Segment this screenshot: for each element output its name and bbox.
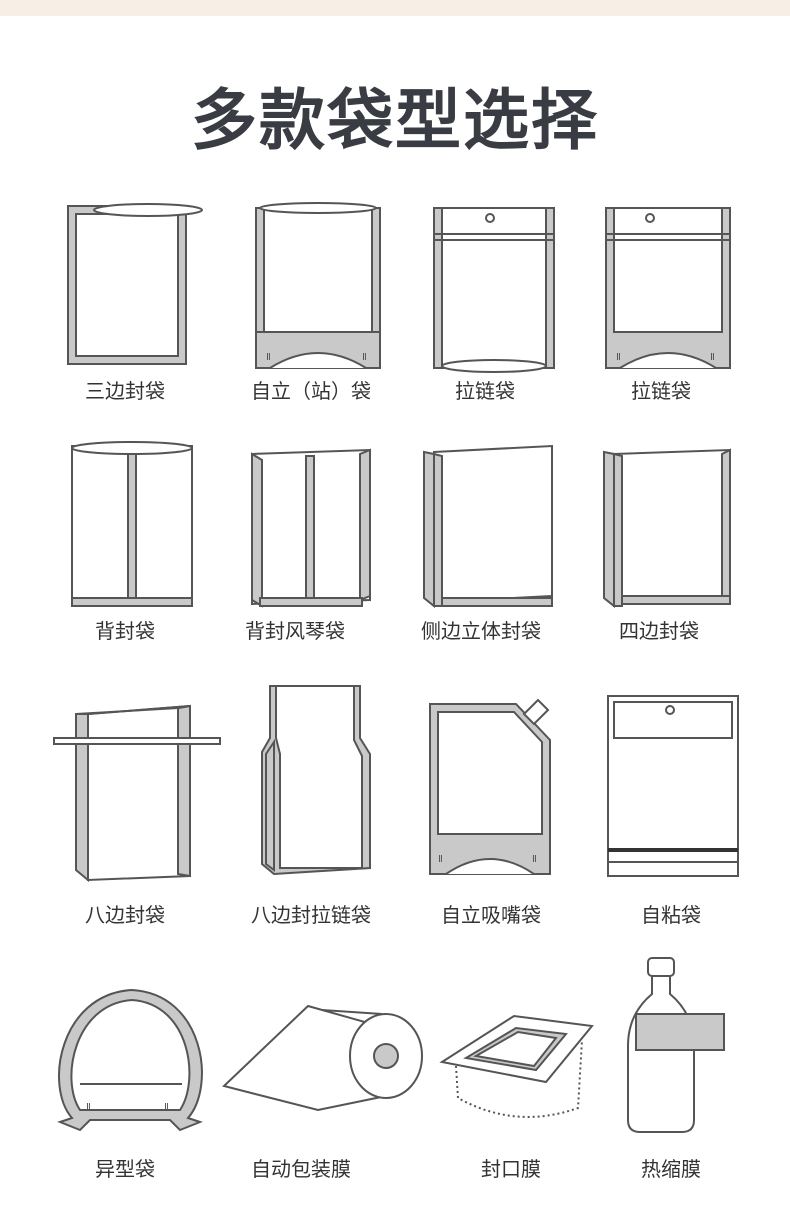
bag-label: 自粘袋: [641, 903, 701, 927]
bag-label: 背封风琴袋: [245, 619, 345, 643]
bag-label: 自立（站）袋: [251, 379, 371, 403]
svg-text:Ⅱ: Ⅱ: [710, 352, 715, 363]
svg-text:Ⅱ: Ⅱ: [266, 352, 271, 363]
spout-pouch-icon: Ⅱ Ⅱ: [429, 698, 551, 875]
bag-item-8: 四边封袋: [574, 440, 744, 680]
shrink-sleeve-bottle-icon: [627, 957, 725, 1133]
four-side-seal-bag-icon: [603, 448, 731, 609]
bag-label: 异型袋: [95, 1157, 155, 1181]
bag-item-6: 背封风琴袋: [210, 440, 380, 680]
bag-item-3: 拉链袋: [400, 200, 570, 440]
bag-item-7: 侧边立体封袋: [396, 440, 566, 680]
zipper-bag-icon: [433, 207, 555, 373]
self-adhesive-bag-icon: [607, 695, 739, 877]
side-gusset-bag-icon: [423, 444, 553, 609]
bag-label: 八边封袋: [85, 903, 165, 927]
shaped-bag-icon: Ⅱ Ⅱ: [57, 988, 203, 1132]
bag-label: 背封袋: [95, 619, 155, 643]
three-side-seal-bag-icon: [67, 203, 203, 365]
bag-label: 四边封袋: [619, 619, 699, 643]
bag-item-14: 自动包装膜: [216, 970, 423, 1210]
svg-text:Ⅱ: Ⅱ: [438, 854, 443, 865]
bag-label: 侧边立体封袋: [421, 619, 541, 643]
bag-label: 封口膜: [481, 1157, 541, 1181]
eight-side-seal-bag-icon: [53, 704, 221, 883]
bag-item-15: 封口膜: [426, 970, 596, 1210]
bag-item-5: 背封袋: [40, 440, 210, 680]
bag-label: 热缩膜: [641, 1157, 701, 1181]
stand-up-zipper-bag-icon: Ⅱ Ⅱ: [605, 207, 731, 369]
bag-label: 三边封袋: [85, 379, 165, 403]
bag-item-9: 八边封袋: [40, 684, 221, 927]
bag-label: 自动包装膜: [251, 1157, 351, 1181]
bag-label: 拉链袋: [631, 379, 691, 403]
bag-item-16: 热缩膜: [586, 957, 756, 1210]
page-title: 多款袋型选择: [191, 82, 599, 159]
svg-text:Ⅱ: Ⅱ: [86, 1102, 91, 1113]
bag-item-13: Ⅱ Ⅱ 异型袋: [40, 970, 210, 1210]
bag-item-11: Ⅱ Ⅱ 自立吸嘴袋: [406, 684, 576, 927]
back-seal-bag-icon: [71, 441, 193, 607]
bag-item-2: Ⅱ Ⅱ 自立（站）袋: [226, 200, 396, 440]
bag-item-4: Ⅱ Ⅱ 拉链袋: [576, 200, 746, 440]
svg-text:Ⅱ: Ⅱ: [616, 352, 621, 363]
bag-label: 拉链袋: [455, 379, 515, 403]
roll-film-icon: [222, 1004, 423, 1112]
svg-text:Ⅱ: Ⅱ: [362, 352, 367, 363]
bag-label: 八边封拉链袋: [251, 903, 371, 927]
stand-up-pouch-icon: Ⅱ Ⅱ: [255, 202, 381, 369]
top-band: [0, 0, 790, 16]
back-seal-gusset-bag-icon: [251, 448, 371, 608]
bag-label: 自立吸嘴袋: [441, 903, 541, 927]
svg-text:Ⅱ: Ⅱ: [164, 1102, 169, 1113]
bag-item-10: 八边封拉链袋: [226, 684, 396, 927]
svg-text:Ⅱ: Ⅱ: [532, 854, 537, 865]
eight-side-zipper-bag-icon: [261, 685, 371, 876]
bag-item-12: 自粘袋: [586, 684, 756, 927]
bag-item-1: 三边封袋: [40, 200, 210, 440]
lidding-film-icon: [439, 1014, 594, 1118]
